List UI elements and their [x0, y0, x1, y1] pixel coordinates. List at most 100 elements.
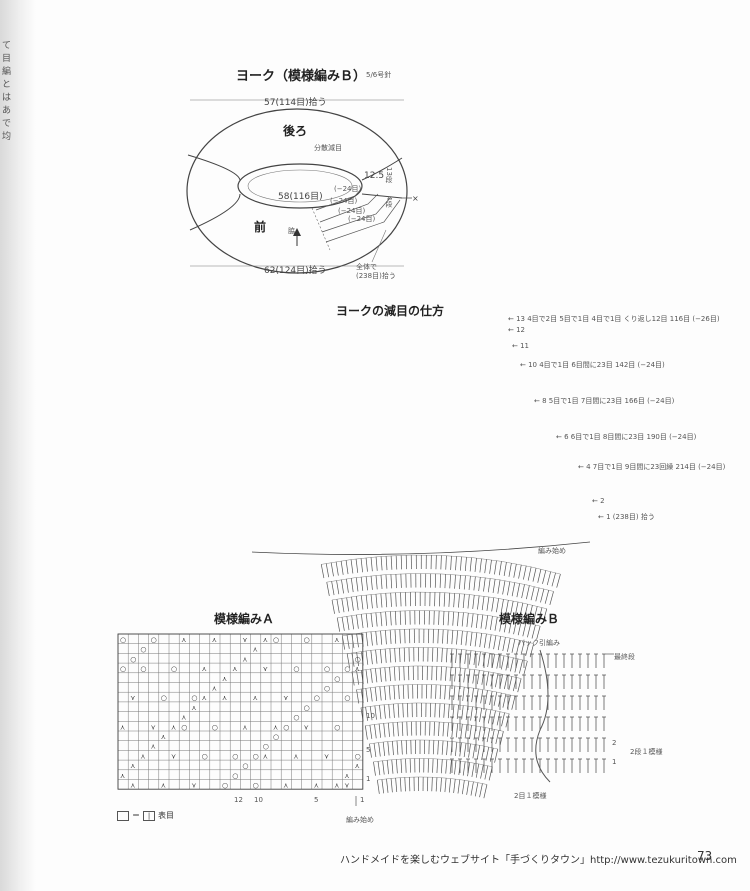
back-post-line: [535, 649, 551, 783]
stitch-symbol: ⋎: [324, 752, 329, 760]
pattern-b-row-2: 2: [612, 739, 617, 747]
stitch-mark: [448, 685, 451, 700]
stitch-mark: [374, 705, 377, 720]
stitch-mark: [489, 691, 493, 705]
yoke-side-rows-a: 13段: [385, 167, 393, 183]
stitch-mark: [452, 611, 455, 626]
stitch-mark: [478, 577, 481, 592]
stitch-mark: [405, 740, 408, 755]
pattern-b-row-1: 1: [612, 758, 617, 766]
stitch-mark: [459, 742, 462, 757]
stitch-mark: [443, 592, 446, 607]
stitch-mark: [397, 722, 399, 737]
stitch-mark: [375, 612, 378, 627]
stitch-mark: [394, 648, 396, 663]
stitch-mark: [370, 687, 373, 702]
stitch-symbol: ⋏: [222, 675, 227, 683]
blank-cell-symbol: [117, 810, 129, 821]
stitch-symbol: ⋏: [273, 723, 278, 731]
stitch-mark: [390, 574, 393, 589]
stitch-mark: [390, 555, 393, 570]
stitch-mark: [432, 758, 434, 773]
knit-stitch-symbol: |: [143, 810, 155, 821]
margin-char: と: [2, 80, 12, 90]
stitch-mark: [403, 666, 405, 681]
stitch-symbol: ⋎: [283, 694, 288, 702]
stitch-symbol: ○: [181, 723, 187, 731]
margin-char: あ: [2, 106, 12, 116]
stitch-mark: [436, 647, 438, 662]
stitch-mark: [360, 670, 364, 685]
stitch-mark: [467, 668, 471, 683]
stitch-mark: [464, 649, 467, 664]
pattern-b-row: [450, 653, 606, 668]
stitch-mark: [499, 674, 504, 689]
stitch-mark: [404, 777, 406, 792]
stitch-mark: [480, 764, 484, 779]
stitch-mark: [474, 558, 477, 573]
stitch-mark: [399, 610, 402, 625]
stitch-mark: [477, 595, 480, 610]
stitch-mark: [472, 669, 475, 684]
stitch-mark: [435, 777, 438, 792]
stitch-symbol: ○: [324, 685, 330, 693]
stitch-mark: [438, 610, 440, 625]
stitch-mark: [461, 705, 464, 720]
stitch-mark: [396, 740, 399, 755]
stitch-mark: [370, 575, 373, 590]
stitch-mark: [351, 596, 354, 611]
stitch-symbol: ⋏: [202, 694, 207, 702]
stitch-mark: [442, 722, 445, 737]
yoke-side-height: 12.5: [364, 171, 385, 181]
stitch-mark: [455, 649, 458, 664]
stitch-mark: [345, 560, 349, 575]
stitch-mark: [440, 759, 443, 774]
stitch-mark: [504, 675, 508, 690]
stitch-mark: [484, 690, 488, 705]
stitch-mark: [469, 725, 472, 740]
stitch-mark: [491, 653, 495, 668]
stitch-mark: [379, 686, 382, 701]
stitch-mark: [326, 582, 330, 596]
stitch-mark: [379, 705, 382, 720]
stitch-mark: [546, 571, 552, 586]
stitch-symbol: ⋏: [242, 723, 247, 731]
pattern-a-col-number: 12: [234, 796, 243, 804]
stitch-mark: [375, 649, 378, 664]
stitch-symbol: ○: [293, 714, 299, 722]
stitch-symbol: ○: [293, 665, 299, 673]
pattern-b-row: [450, 674, 606, 689]
stitch-mark: [450, 555, 452, 570]
stitch-symbol: ○: [242, 762, 248, 770]
stitch-symbol: ○: [232, 752, 238, 760]
pattern-a-col-number: 10: [254, 796, 263, 804]
decrease-row-note: ← 4 7目で1目 9目間に23回繰 214目 (−24目): [578, 463, 726, 471]
stitch-mark: [485, 746, 490, 761]
stitch-mark: [479, 708, 483, 722]
stitch-mark: [496, 654, 500, 669]
stitch-mark: [432, 740, 435, 755]
stitch-mark: [453, 686, 456, 701]
stitch-mark: [511, 582, 516, 597]
stitch-symbol: ⋏: [232, 665, 237, 673]
stitch-mark: [454, 760, 457, 775]
decrease-row-note: ← 12: [508, 326, 525, 334]
stitch-mark: [365, 688, 369, 703]
stitch-mark: [454, 574, 456, 589]
stitch-symbol: ○: [334, 675, 340, 683]
stitch-mark: [360, 558, 363, 573]
stitch-mark: [488, 634, 492, 649]
pattern-b-row: [450, 737, 606, 752]
stitch-mark: [516, 583, 520, 598]
stitch-mark: [475, 614, 479, 629]
stitch-mark: [458, 761, 461, 776]
decrease-row-note: ← 11: [512, 342, 529, 350]
stitch-mark: [351, 615, 355, 630]
stitch-symbol: ⋏: [355, 762, 360, 770]
stitch-symbol: ⋏: [120, 723, 125, 731]
stitch-symbol: ○: [304, 704, 310, 712]
stitch-mark: [511, 696, 516, 710]
stitch-symbol: ○: [304, 636, 310, 644]
